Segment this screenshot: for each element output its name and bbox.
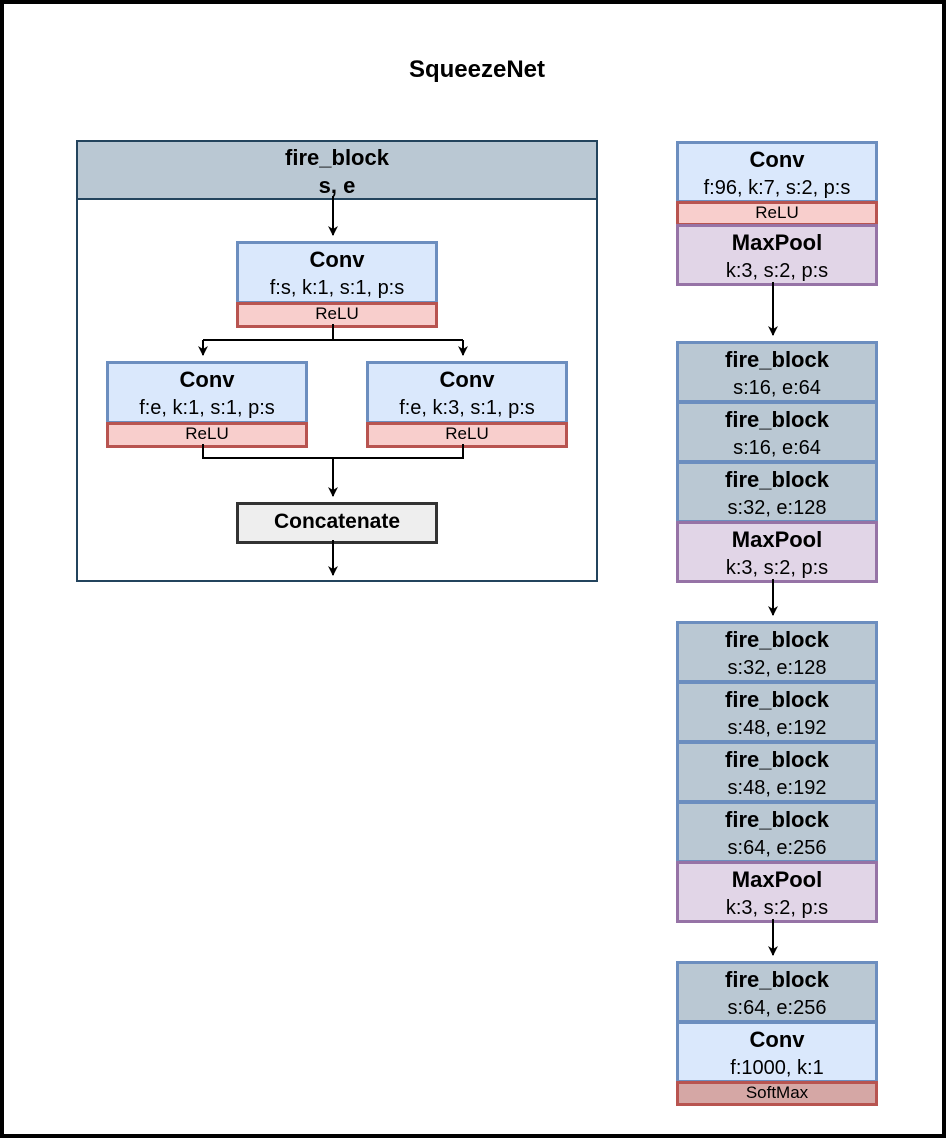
concatenate-box: Concatenate: [236, 502, 438, 544]
net-fire9-name: fire_block: [725, 967, 829, 992]
expand-right-relu-box: ReLU: [366, 422, 568, 448]
net-maxpool2-params: k:3, s:2, p:s: [725, 557, 829, 579]
net-fire5-name: fire_block: [725, 627, 829, 652]
net-maxpool3-params: k:3, s:2, p:s: [725, 897, 829, 919]
squeeze-conv-name: Conv: [309, 247, 365, 272]
net-maxpool2-name: MaxPool: [731, 527, 823, 552]
net-fire2-box: fire_block s:16, e:64: [676, 341, 878, 403]
expand-left-conv-params: f:e, k:1, s:1, p:s: [139, 397, 275, 419]
net-fire5-params: s:32, e:128: [727, 657, 827, 679]
net-fire5-box: fire_block s:32, e:128: [676, 621, 878, 683]
fire-block-detail-header: fire_block s, e: [76, 140, 598, 200]
net-fire4-box: fire_block s:32, e:128: [676, 461, 878, 523]
line-merge: [202, 444, 464, 459]
net-fire8-name: fire_block: [725, 807, 829, 832]
net-conv1-name: Conv: [749, 147, 805, 172]
net-fire3-params: s:16, e:64: [733, 437, 821, 459]
net-fire9-params: s:64, e:256: [727, 997, 827, 1019]
net-fire2-name: fire_block: [725, 347, 829, 372]
net-fire6-params: s:48, e:192: [727, 717, 827, 739]
net-fire7-params: s:48, e:192: [727, 777, 827, 799]
net-fire8-box: fire_block s:64, e:256: [676, 801, 878, 863]
net-fire3-box: fire_block s:16, e:64: [676, 401, 878, 463]
net-conv1-relu-box: ReLU: [676, 201, 878, 226]
net-fire6-name: fire_block: [725, 687, 829, 712]
squeeze-relu-box: ReLU: [236, 302, 438, 328]
net-fire3-name: fire_block: [725, 407, 829, 432]
net-conv10-name: Conv: [749, 1027, 805, 1052]
expand-left-relu-box: ReLU: [106, 422, 308, 448]
fire-block-header-params: s, e: [318, 173, 356, 198]
net-maxpool3-name: MaxPool: [731, 867, 823, 892]
net-fire4-name: fire_block: [725, 467, 829, 492]
net-maxpool2-box: MaxPool k:3, s:2, p:s: [676, 521, 878, 583]
fire-block-header-name: fire_block: [285, 145, 389, 170]
net-fire8-params: s:64, e:256: [727, 837, 827, 859]
squeeze-conv-params: f:s, k:1, s:1, p:s: [269, 277, 405, 299]
expand-right-conv-name: Conv: [439, 367, 495, 392]
expand-left-conv-name: Conv: [179, 367, 235, 392]
net-fire6-box: fire_block s:48, e:192: [676, 681, 878, 743]
net-maxpool1-name: MaxPool: [731, 230, 823, 255]
expand-right-conv-params: f:e, k:3, s:1, p:s: [399, 397, 535, 419]
net-fire7-name: fire_block: [725, 747, 829, 772]
net-maxpool1-params: k:3, s:2, p:s: [725, 260, 829, 282]
net-fire4-params: s:32, e:128: [727, 497, 827, 519]
net-conv1-params: f:96, k:7, s:2, p:s: [703, 177, 851, 199]
net-maxpool1-box: MaxPool k:3, s:2, p:s: [676, 224, 878, 286]
diagram-title: SqueezeNet: [408, 56, 546, 83]
expand-right-conv-box: Conv f:e, k:3, s:1, p:s: [366, 361, 568, 424]
net-fire7-box: fire_block s:48, e:192: [676, 741, 878, 803]
net-fire2-params: s:16, e:64: [733, 377, 821, 399]
net-conv10-params: f:1000, k:1: [730, 1057, 824, 1079]
squeeze-conv-box: Conv f:s, k:1, s:1, p:s: [236, 241, 438, 304]
net-softmax-box: SoftMax: [676, 1081, 878, 1106]
net-maxpool3-box: MaxPool k:3, s:2, p:s: [676, 861, 878, 923]
